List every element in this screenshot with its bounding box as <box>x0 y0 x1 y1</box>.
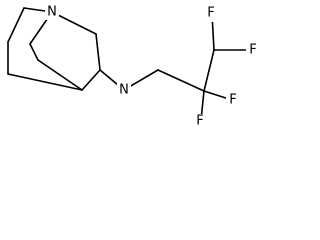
atom-fluorine-terminal-top: F <box>205 6 218 22</box>
atom-labels: N N F F F F <box>45 4 259 130</box>
amine-nitrogen-label: N <box>119 83 129 98</box>
atom-fluorine-beta-bottom: F <box>194 114 207 130</box>
bond-n1-c8 <box>51 11 97 35</box>
fluorine-terminal-top-label: F <box>207 6 214 21</box>
atom-fluorine-beta-top: F <box>226 92 239 108</box>
bond-ch2-cf2 <box>157 69 205 92</box>
bond-c2-c3 <box>7 7 25 43</box>
bond-skeleton <box>7 7 253 121</box>
fluorine-terminal-right-label: F <box>249 43 256 58</box>
quinuclidine-nitrogen-label: N <box>47 5 57 20</box>
chemical-structure-diagram: N N F F F F <box>7 4 259 130</box>
bond-c4-c5 <box>7 73 83 91</box>
bond-c9-c5 <box>81 69 101 91</box>
bond-c8-c9 <box>95 33 101 71</box>
atom-quinuclidine-nitrogen: N <box>45 4 59 20</box>
bond-cf2-chf2 <box>203 49 215 92</box>
fluorine-beta-bottom-label: F <box>196 114 203 129</box>
atom-amine-nitrogen: N <box>117 82 131 98</box>
fluorine-beta-top-label: F <box>229 93 236 108</box>
bond-c7-c5 <box>37 59 83 91</box>
bond-c6-c7 <box>29 43 39 61</box>
atom-fluorine-terminal-right: F <box>246 42 259 58</box>
